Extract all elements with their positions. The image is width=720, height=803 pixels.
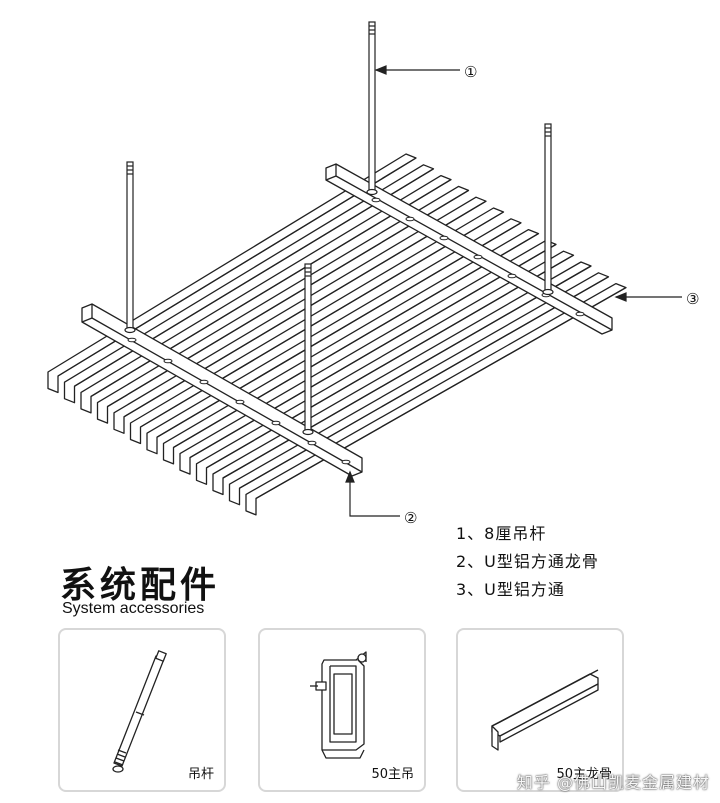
ceiling-assembly-diagram: ① ③ ②	[47, 21, 699, 527]
u-slat	[245, 282, 627, 516]
callout-2: ②	[404, 509, 417, 527]
card-label: 50主龙骨	[556, 767, 612, 782]
keel-front	[81, 303, 363, 477]
section-title-cn: 系统配件	[60, 565, 221, 606]
keel-back	[325, 163, 613, 335]
accessory-card-main-keel: 50主龙骨	[456, 628, 624, 792]
u-aluminum-slats	[47, 153, 627, 516]
accessory-card-main-hanger: 50主吊	[258, 628, 426, 792]
component-legend: 1、8厘吊杆 2、U型铝方通龙骨 3、U型铝方通	[456, 520, 716, 604]
hanger-rod-1	[366, 21, 378, 196]
hanger-rod-icon	[112, 650, 167, 773]
hanger-rod-4	[302, 263, 314, 436]
callout-3: ③	[686, 290, 699, 308]
u-slat	[228, 272, 610, 506]
accessory-card-hanger-rod: 吊杆	[58, 628, 226, 792]
hanger-rods	[124, 21, 554, 436]
hanger-rod-2	[542, 123, 554, 296]
main-keel-icon	[491, 669, 599, 751]
section-title-en: System accessories	[62, 600, 205, 617]
watermark: 知乎 @佛山凯麦金属建材	[516, 773, 710, 792]
legend-item-2: 2、U型铝方通龙骨	[456, 552, 599, 571]
card-label: 吊杆	[187, 767, 214, 782]
callout-1: ①	[464, 63, 477, 81]
legend-item-3: 3、U型铝方通	[456, 580, 565, 599]
card-label: 50主吊	[371, 767, 414, 782]
hanger-rod-3	[124, 161, 136, 334]
main-hanger-clip-icon	[310, 651, 367, 759]
callout-lines	[345, 65, 682, 517]
legend-item-1: 1、8厘吊杆	[456, 524, 547, 543]
